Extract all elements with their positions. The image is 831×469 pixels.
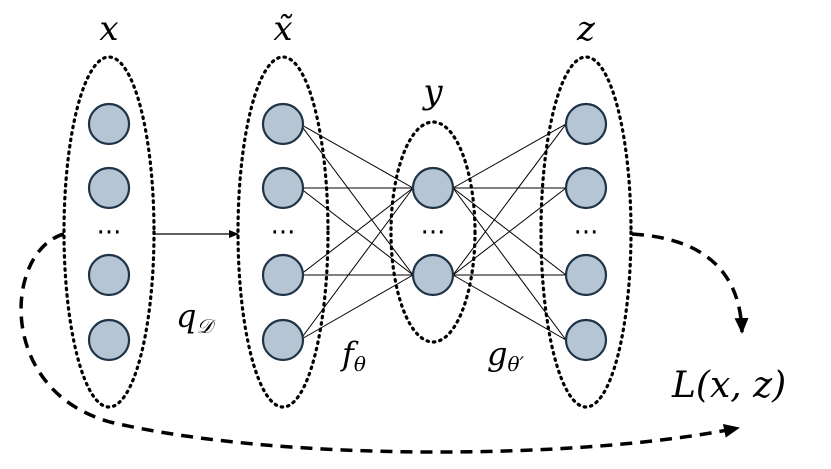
layer-z-nodes xyxy=(564,102,608,362)
corruption-symbol: q xyxy=(176,297,196,335)
encoder-label: fθ xyxy=(340,335,366,376)
decoder-connections xyxy=(452,123,567,341)
layer-x-nodes xyxy=(87,102,131,362)
node xyxy=(261,102,305,146)
layer-z-label: z xyxy=(576,9,596,49)
layer-z-ellipse xyxy=(539,55,633,409)
node xyxy=(261,318,305,362)
node xyxy=(261,166,305,210)
layer-z-ellipsis: ··· xyxy=(574,218,599,248)
layer-x-label: x xyxy=(99,9,118,49)
corruption-subscript: 𝒟 xyxy=(196,314,216,338)
layer-y-ellipse xyxy=(389,120,477,344)
layer-y-label: y xyxy=(421,72,443,112)
decoder-subscript: θ′ xyxy=(507,352,524,376)
loss-arrow-from-z xyxy=(631,232,749,334)
node xyxy=(87,318,131,362)
node xyxy=(261,253,305,297)
layer-x-tilde-label: x̃ xyxy=(273,9,293,49)
node xyxy=(87,102,131,146)
layer-x-ellipse xyxy=(62,55,156,409)
encoder-connections xyxy=(299,123,414,341)
corruption-label: q𝒟 xyxy=(176,297,216,338)
node xyxy=(564,102,608,146)
decoder-symbol: g xyxy=(487,335,507,373)
layer-x-ellipsis: ··· xyxy=(97,218,122,248)
node xyxy=(564,253,608,297)
layer-y-ellipsis: ··· xyxy=(421,218,446,248)
loss-label: L(x, z) xyxy=(671,365,786,406)
node xyxy=(564,318,608,362)
layer-y-nodes xyxy=(411,166,455,297)
layer-x-tilde-nodes xyxy=(261,102,305,362)
node xyxy=(411,166,455,210)
node xyxy=(564,166,608,210)
node xyxy=(411,253,455,297)
loss-arrow-from-x xyxy=(19,232,740,454)
encoder-subscript: θ xyxy=(354,352,366,376)
node xyxy=(87,253,131,297)
layer-x-tilde-ellipsis: ··· xyxy=(271,218,296,248)
decoder-label: gθ′ xyxy=(487,335,525,376)
node xyxy=(87,166,131,210)
